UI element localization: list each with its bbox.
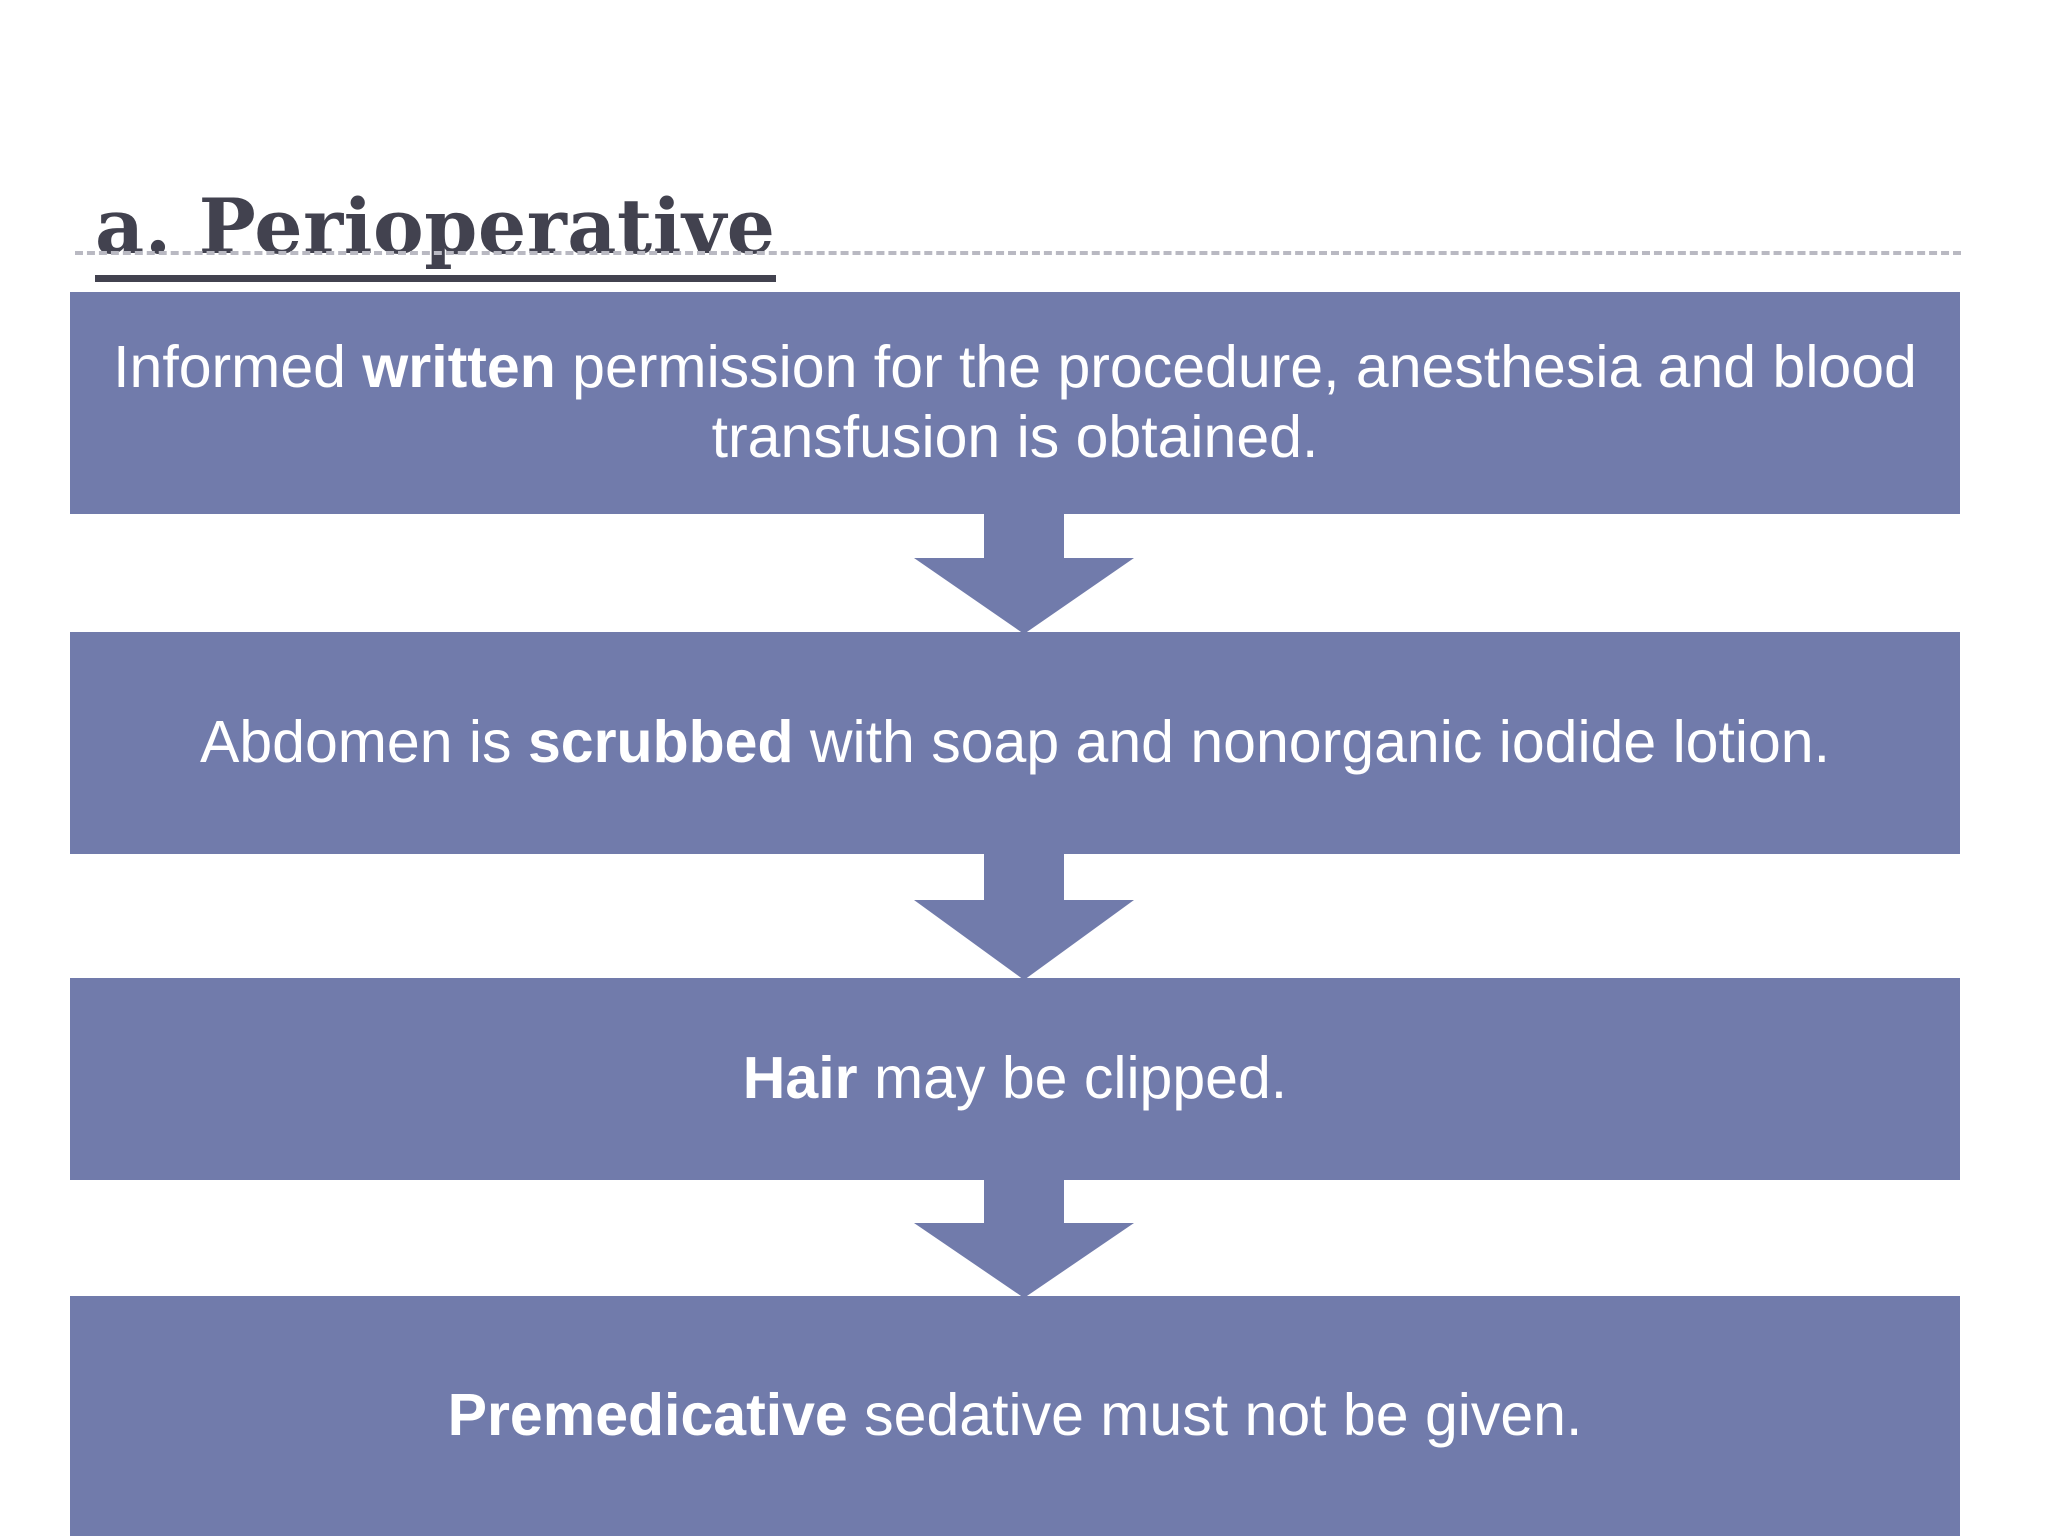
down-arrow-icon-3 — [914, 1180, 1134, 1298]
title-dashed-divider — [75, 251, 1961, 255]
flow-step-box-4[interactable]: Premedicative sedative must not be given… — [70, 1296, 1960, 1536]
flow-step-box-2[interactable]: Abdomen is scrubbed with soap and nonorg… — [70, 632, 1960, 854]
flow-step-box-3[interactable]: Hair may be clipped. — [70, 978, 1960, 1180]
title-block: a. Perioperative — [75, 138, 1961, 282]
flow-step-text-2: Abdomen is scrubbed with soap and nonorg… — [199, 709, 1831, 776]
flow-step-text-4: Premedicative sedative must not be given… — [447, 1382, 1583, 1449]
flow-step-text-1: Informed written permission for the proc… — [113, 334, 1917, 470]
flow-step-box-1[interactable]: Informed written permission for the proc… — [70, 292, 1960, 514]
down-arrow-icon-1 — [914, 514, 1134, 634]
flow-step-text-3: Hair may be clipped. — [742, 1045, 1288, 1112]
down-arrow-icon-2 — [914, 854, 1134, 980]
